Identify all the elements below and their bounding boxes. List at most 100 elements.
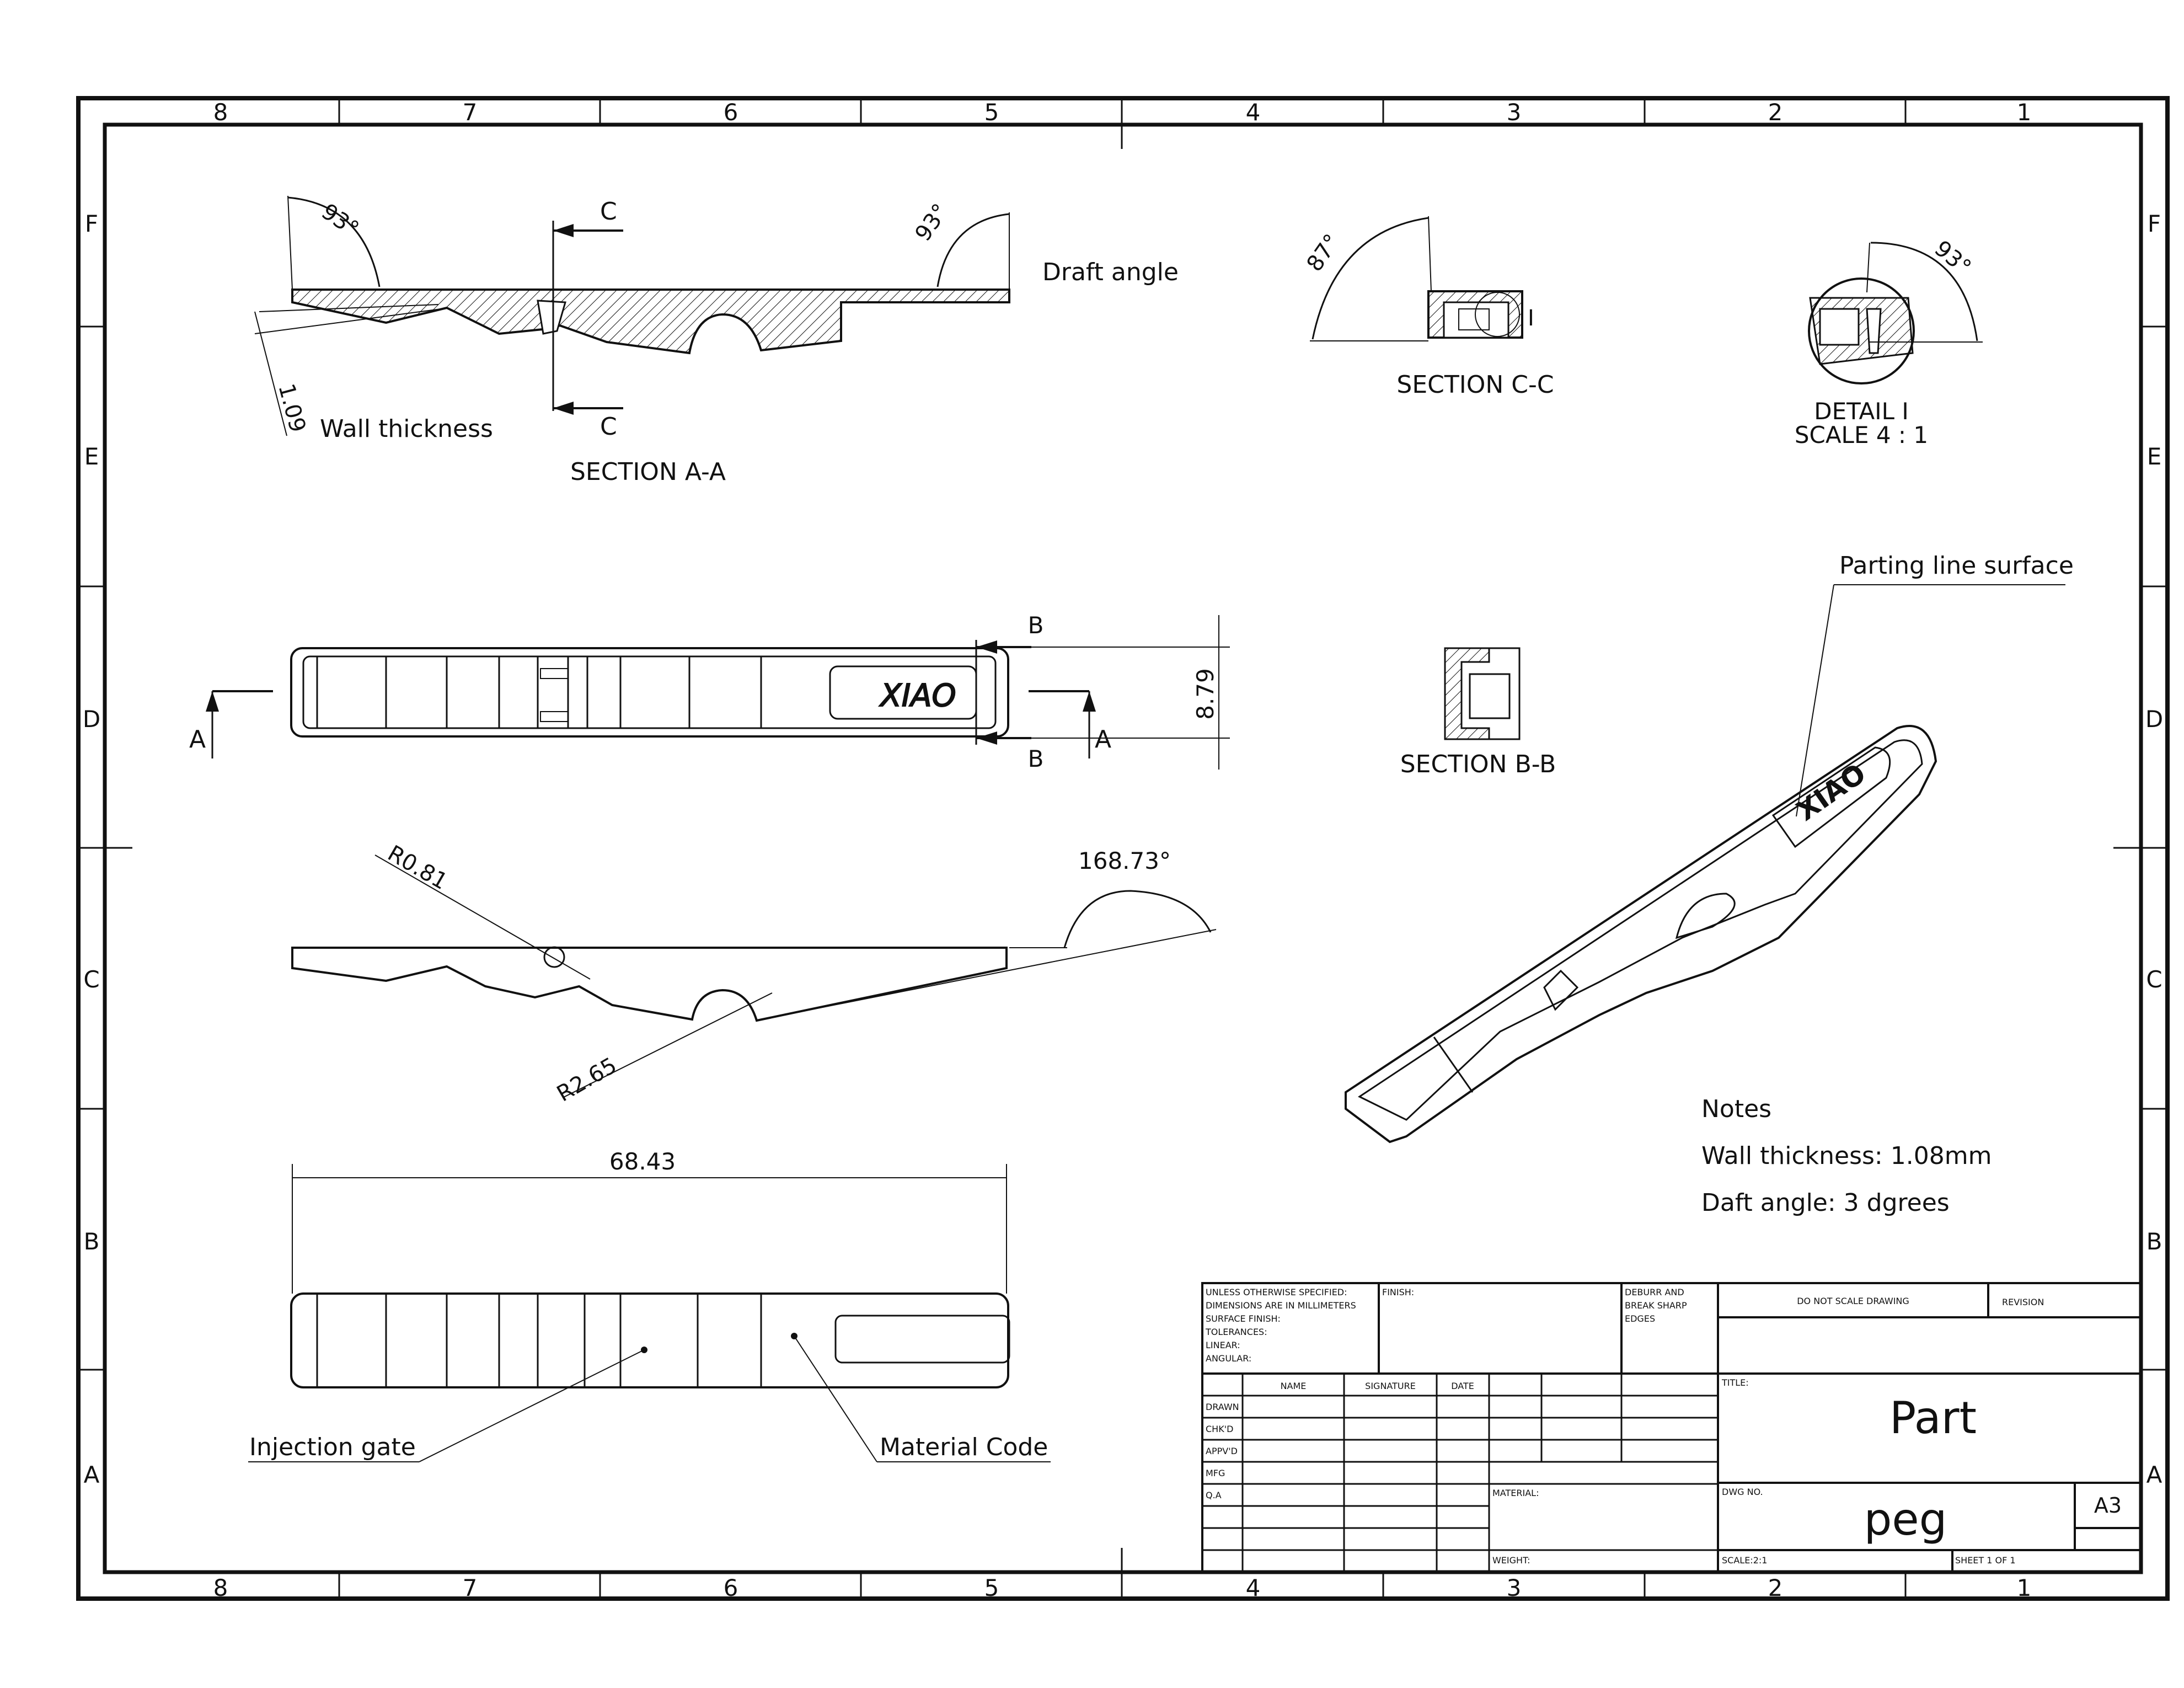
scale-label: SCALE:2:1 <box>1722 1555 1767 1566</box>
draft-angle-note: Draft angle <box>1042 258 1179 286</box>
zone-row-f-right: F <box>2148 210 2161 237</box>
finish-label: FINISH: <box>1382 1287 1414 1297</box>
row-qa: Q.A <box>1206 1490 1222 1500</box>
section-aa-title: SECTION A-A <box>570 458 726 486</box>
zone-row-a-right: A <box>2146 1461 2162 1488</box>
title-block-text: UNLESS OTHERWISE SPECIFIED: DIMENSIONS A… <box>1205 1287 2044 1566</box>
section-aa-boss <box>537 300 566 335</box>
length-dim-label: 68.43 <box>609 1148 676 1175</box>
zone-row-b-right: B <box>2146 1228 2162 1255</box>
row-approved: APPV'D <box>1206 1446 1238 1456</box>
revision-label: REVISION <box>2002 1297 2044 1307</box>
section-aa-view: 93° 93° C C 1.09 Wall thickness Draft an… <box>254 195 1179 486</box>
dwg-no-value: peg <box>1864 1494 1947 1545</box>
row-drawn: DRAWN <box>1206 1402 1239 1412</box>
spec-line-1: UNLESS OTHERWISE SPECIFIED: <box>1206 1287 1347 1297</box>
dwg-no-label: DWG NO. <box>1722 1487 1763 1497</box>
obtuse-angle-arc <box>1063 890 1212 948</box>
injection-gate-note: Injection gate <box>249 1433 416 1461</box>
col-name: NAME <box>1281 1381 1307 1391</box>
spec-line-3: SURFACE FINISH: <box>1206 1313 1281 1324</box>
bottom-view: 68.43 Injection gate Material Code <box>248 1148 1051 1462</box>
radius-small-label: R0.81 <box>383 841 452 895</box>
title-block <box>1201 1282 2142 1573</box>
wall-value-label: 1.09 <box>273 381 310 435</box>
title-label: TITLE: <box>1721 1377 1749 1388</box>
cut-a-right-label: A <box>1095 725 1111 754</box>
zone-col-4-bottom: 4 <box>1246 1574 1261 1601</box>
zone-row-e-right: E <box>2147 443 2162 470</box>
iso-logo: XIAO <box>1791 757 1872 827</box>
zone-col-6-top: 6 <box>724 99 738 126</box>
deburr-line-1: DEBURR AND <box>1625 1287 1684 1297</box>
notes-block: Notes Wall thickness: 1.08mm Daft angle:… <box>1701 1095 1992 1217</box>
zone-col-4-top: 4 <box>1246 99 1261 126</box>
cut-c-bottom-label: C <box>600 413 617 441</box>
radius-large-label: R2.65 <box>553 1053 621 1107</box>
spec-line-4: TOLERANCES: <box>1205 1327 1267 1337</box>
notes-heading: Notes <box>1701 1095 1771 1123</box>
zone-col-2-top: 2 <box>1768 99 1783 126</box>
col-signature: SIGNATURE <box>1365 1381 1416 1391</box>
zone-col-5-bottom: 5 <box>984 1574 999 1601</box>
deburr-line-3: EDGES <box>1625 1313 1655 1324</box>
notes-line-1: Wall thickness: 1.08mm <box>1701 1142 1992 1170</box>
cc-angle-arc <box>1312 217 1429 340</box>
no-scale-label: DO NOT SCALE DRAWING <box>1797 1296 1909 1306</box>
zone-col-2-bottom: 2 <box>1768 1574 1783 1601</box>
cut-b-bottom-label: B <box>1028 745 1044 772</box>
parting-line-note: Parting line surface <box>1839 552 2074 580</box>
material-label: MATERIAL: <box>1492 1488 1539 1498</box>
title-value: Part <box>1889 1392 1977 1444</box>
section-bb-title: SECTION B-B <box>1400 750 1556 778</box>
zone-row-f-left: F <box>85 210 98 237</box>
zone-row-d-right: D <box>2145 706 2163 733</box>
row-mfg: MFG <box>1206 1468 1225 1478</box>
section-cc-title: SECTION C-C <box>1396 371 1554 399</box>
zone-row-d-left: D <box>83 706 100 733</box>
detail-angle-arc <box>1870 242 1978 341</box>
spec-line-6: ANGULAR: <box>1206 1353 1251 1364</box>
detail-i-marker: I <box>1528 306 1534 331</box>
material-code-note: Material Code <box>880 1433 1048 1461</box>
detail-i-title: DETAIL I <box>1814 398 1909 425</box>
zone-col-3-bottom: 3 <box>1507 1574 1522 1601</box>
cut-a-left-label: A <box>189 725 206 754</box>
spec-line-2: DIMENSIONS ARE IN MILLIMETERS <box>1206 1300 1356 1311</box>
zone-row-e-left: E <box>84 443 99 470</box>
zone-ticks <box>78 98 2167 1599</box>
angle-arc-left <box>287 196 381 287</box>
cc-angle-label: 87° <box>1302 229 1345 276</box>
cut-b-top-label: B <box>1028 612 1044 639</box>
notes-line-2: Daft angle: 3 dgrees <box>1701 1189 1950 1217</box>
zone-col-7-top: 7 <box>463 99 478 126</box>
zone-row-c-right: C <box>2146 966 2162 993</box>
detail-i-scale: SCALE 4 : 1 <box>1795 421 1928 448</box>
top-view-logo: XIAO <box>879 678 956 714</box>
spec-line-5: LINEAR: <box>1206 1340 1240 1350</box>
zone-row-a-left: A <box>84 1461 100 1488</box>
cut-c-top-label: C <box>600 197 617 226</box>
section-aa-profile <box>291 289 1010 355</box>
zone-col-8-top: 8 <box>213 99 228 126</box>
side-view: R0.81 R2.65 168.73° <box>291 841 1217 1107</box>
wall-thickness-note: Wall thickness <box>320 415 493 443</box>
angle-right-label: 93° <box>911 199 954 245</box>
zone-col-8-bottom: 8 <box>213 1574 228 1601</box>
section-bb-view: SECTION B-B <box>1400 647 1556 778</box>
obtuse-angle-label: 168.73° <box>1078 847 1171 874</box>
row-checked: CHK'D <box>1206 1424 1233 1434</box>
sheet-size: A3 <box>2094 1493 2122 1518</box>
isometric-view: XIAO Parting line surface <box>1345 552 2074 1144</box>
zone-col-1-top: 1 <box>2017 99 2032 126</box>
detail-angle-label: 93° <box>1930 236 1976 280</box>
col-date: DATE <box>1451 1381 1474 1391</box>
deburr-line-2: BREAK SHARP <box>1625 1300 1687 1311</box>
zone-col-6-bottom: 6 <box>724 1574 738 1601</box>
detail-i-view: 93° DETAIL I SCALE 4 : 1 <box>1795 236 1983 448</box>
zone-col-5-top: 5 <box>984 99 999 126</box>
angle-arc-right <box>936 213 1010 287</box>
height-dim-label: 8.79 <box>1192 668 1219 720</box>
section-cc-view: 87° I SECTION C-C <box>1302 216 1554 399</box>
